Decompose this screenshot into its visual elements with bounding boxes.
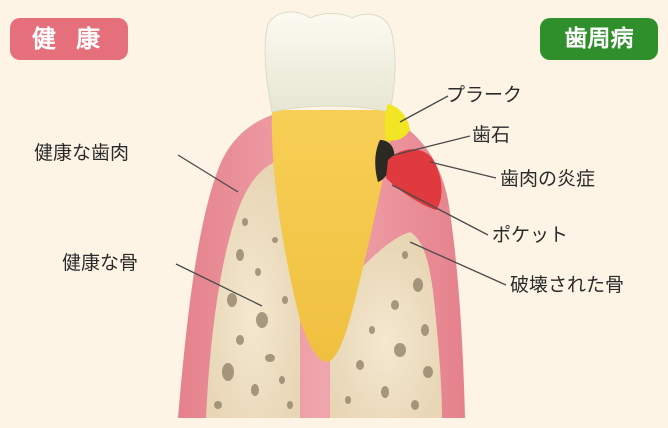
healthy-badge: 健 康	[10, 18, 128, 60]
label-gum-inflammation: 歯肉の炎症	[500, 168, 595, 190]
label-plaque: プラーク	[446, 84, 522, 106]
label-healthy-gum: 健康な歯肉	[34, 142, 129, 164]
tooth-crown	[265, 12, 395, 112]
periodontal-disease-badge: 歯周病	[540, 18, 658, 60]
label-destroyed-bone: 破壊された骨	[510, 274, 624, 296]
label-pocket: ポケット	[492, 224, 568, 246]
label-tartar: 歯石	[472, 124, 510, 146]
label-healthy-bone: 健康な骨	[62, 252, 138, 274]
